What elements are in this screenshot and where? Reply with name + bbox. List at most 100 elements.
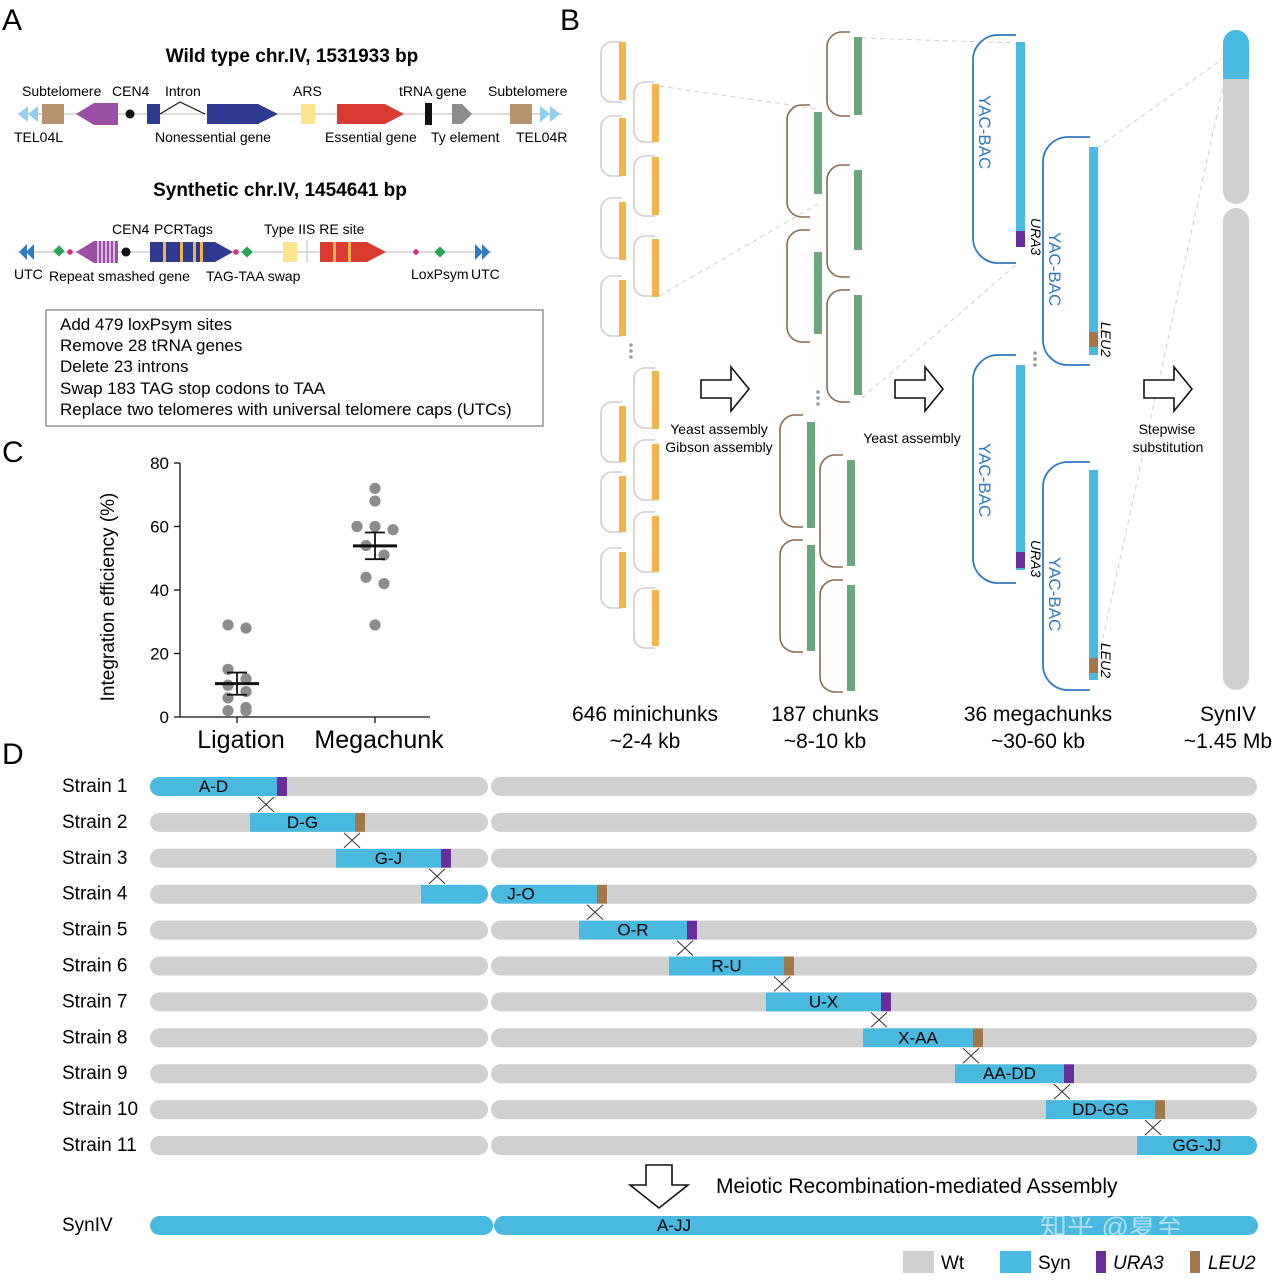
synthetic-track xyxy=(18,240,492,263)
crossover-mark xyxy=(1144,1119,1162,1136)
synIV-chromosome xyxy=(1223,30,1249,690)
crossover-mark xyxy=(1053,1083,1071,1100)
y-tick-label: 20 xyxy=(150,645,169,664)
trna-gene-mark xyxy=(425,103,432,125)
chunk xyxy=(814,112,822,194)
crossover-mark xyxy=(586,904,604,920)
megachunk-syn xyxy=(1016,42,1025,247)
megachunk-syn xyxy=(1089,470,1098,680)
syn-block-label: D-G xyxy=(287,813,318,832)
syn-block xyxy=(250,812,355,832)
final-block-label: A-JJ xyxy=(657,1216,691,1235)
cen4-syn-mark xyxy=(121,247,131,257)
label-subtelomere-right: Subtelomere xyxy=(488,83,568,99)
final-synIV-chromosome xyxy=(150,1216,1258,1235)
label-subtelomere-left: Subtelomere xyxy=(22,83,102,99)
repeat-smashed-gene-mark xyxy=(76,241,118,263)
strain-label: Strain 5 xyxy=(62,920,127,941)
yac-bac-label: YAC-BAC xyxy=(975,95,994,169)
legend-wt-label: Wt xyxy=(941,1253,965,1274)
legend-ura3-label: URA3 xyxy=(1113,1253,1164,1274)
arrow2-label: Yeast assembly xyxy=(863,430,961,446)
final-synIV-label: SynIV xyxy=(62,1215,113,1236)
legend-leu2-swatch xyxy=(1190,1251,1200,1273)
data-point xyxy=(378,549,390,561)
arrow3-line2: substitution xyxy=(1133,439,1204,455)
ars-mark xyxy=(301,104,315,124)
wild-type-title: Wild type chr.IV, 1531933 bp xyxy=(166,46,419,67)
crossover-mark xyxy=(676,940,694,956)
panel-label-a: A xyxy=(2,4,22,37)
y-tick-label: 60 xyxy=(150,518,169,537)
crossover-mark xyxy=(870,1012,888,1028)
x-tick-label: Megachunk xyxy=(314,726,444,754)
chunk xyxy=(847,460,855,566)
minichunk xyxy=(619,118,626,176)
syn-block xyxy=(766,992,881,1012)
strain-label: Strain 8 xyxy=(62,1027,127,1048)
yac-bac-label: YAC-BAC xyxy=(1045,232,1064,306)
leu2-marker xyxy=(355,812,365,832)
wt-right-arm xyxy=(491,777,1257,796)
wild-type-track xyxy=(18,101,562,125)
label-repeat-smashed: Repeat smashed gene xyxy=(49,268,190,284)
legend-leu2-label: LEU2 xyxy=(1208,1253,1256,1274)
minichunk xyxy=(652,516,659,572)
minichunk xyxy=(619,42,626,100)
leu2-marker xyxy=(1155,1100,1165,1120)
cen4-mark xyxy=(125,109,135,119)
wt-right-arm xyxy=(491,1136,1257,1155)
minichunk xyxy=(619,552,626,608)
panel-b: B xyxy=(560,4,1272,753)
panel-a: A Wild type chr.IV, 1531933 bp Subtelome… xyxy=(2,4,568,427)
y-axis-label: Integration efficiency (%) xyxy=(98,493,119,702)
subtelomere-right-mark xyxy=(510,104,532,124)
ura3-label: URA3 xyxy=(1028,218,1044,256)
syn-block xyxy=(669,956,784,976)
col3-count: 36 megachunks xyxy=(964,703,1112,726)
wt-left-arm xyxy=(150,1100,488,1120)
legend-ura3-swatch xyxy=(1096,1251,1106,1273)
wt-left-arm xyxy=(150,956,488,976)
label-tag-taa: TAG-TAA swap xyxy=(206,268,301,284)
data-point xyxy=(222,619,234,631)
col2-count: 187 chunks xyxy=(771,703,878,726)
utc-right-mark xyxy=(475,244,483,260)
ura3-marker xyxy=(1016,552,1025,568)
label-ty-element: Ty element xyxy=(431,129,500,145)
syn-block-label: X-AA xyxy=(898,1028,938,1047)
data-point xyxy=(222,705,234,717)
panel-label-c: C xyxy=(2,436,24,469)
intron-mark xyxy=(159,101,206,115)
chunk xyxy=(854,37,862,115)
subtelomere-left-mark xyxy=(42,104,64,124)
ty-element-mark xyxy=(452,104,472,124)
label-nonessential: Nonessential gene xyxy=(155,129,271,145)
megachunks-column: YAC-BAC URA3 YAC-BAC LEU2 YAC-BAC URA3 Y… xyxy=(972,34,1114,691)
change-1: Add 479 loxPsym sites xyxy=(60,315,232,334)
wt-right-arm xyxy=(491,956,1257,976)
assembly-label: Meiotic Recombination-mediated Assembly xyxy=(716,1175,1118,1198)
syn-block-label: O-R xyxy=(617,921,648,940)
col3-size: ~30-60 kb xyxy=(991,730,1085,753)
syn-block xyxy=(1046,1100,1155,1120)
ura3-marker xyxy=(1064,1064,1074,1084)
megachunk-syn xyxy=(1016,365,1025,570)
syn-block xyxy=(579,920,687,940)
syn-block-label: U-X xyxy=(809,992,838,1011)
leu2-marker xyxy=(1089,658,1098,673)
data-points xyxy=(222,482,399,717)
legend-syn-label: Syn xyxy=(1038,1253,1071,1274)
chunk xyxy=(854,170,862,250)
strain-label: Strain 4 xyxy=(62,884,128,905)
data-point xyxy=(369,619,381,631)
data-point xyxy=(240,622,252,634)
utc-left-mark xyxy=(19,244,27,260)
